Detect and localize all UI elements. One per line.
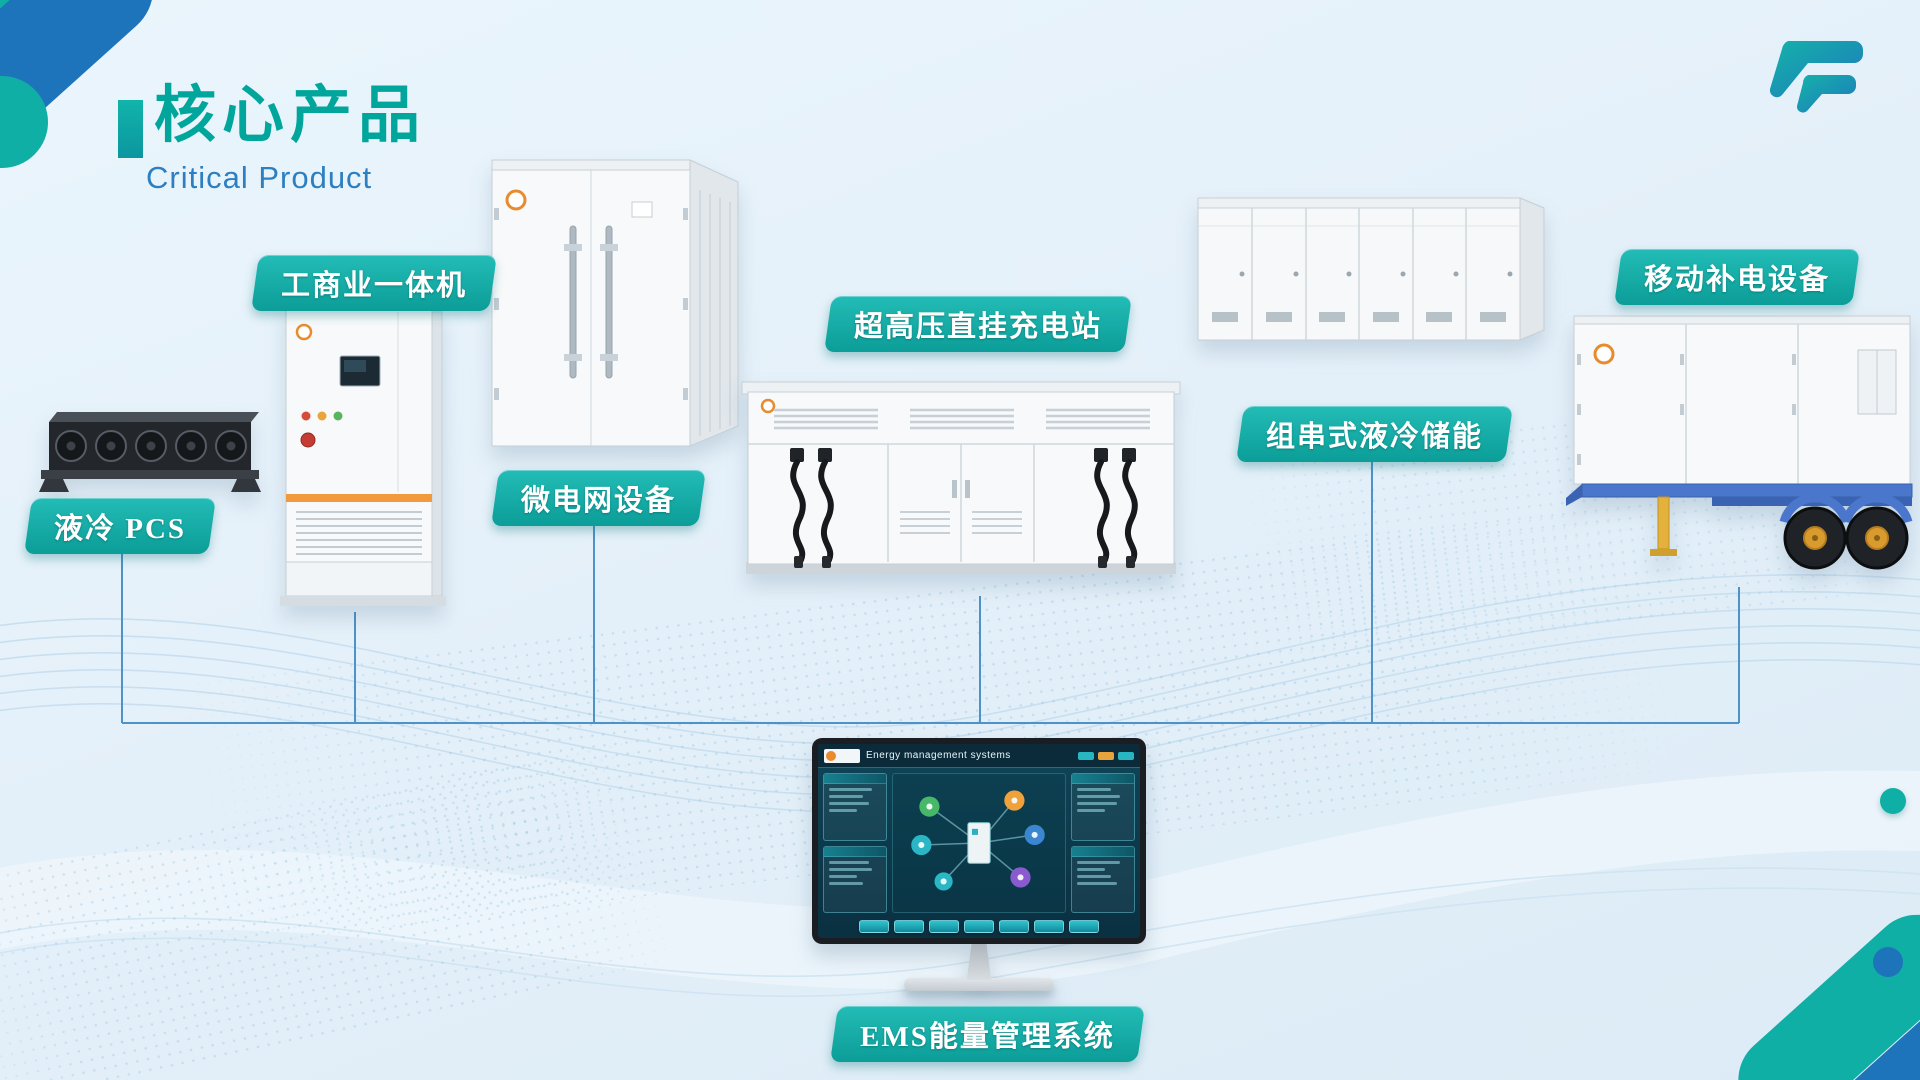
ems-flow-diagram [911, 790, 1045, 891]
ems-right-panels [1071, 773, 1135, 913]
page-subtitle: Critical Product [146, 160, 373, 195]
ems-panel [823, 773, 887, 841]
pill-label: 液冷 PCS [54, 513, 187, 545]
ems-logo-icon [824, 748, 860, 763]
corner-decoration-top-left [0, 0, 154, 168]
ems-panel [823, 845, 887, 913]
pill-label: 超高压直挂充电站 [854, 311, 1103, 343]
all-in-one-cabinet-illustration [280, 301, 446, 606]
panel-header [824, 846, 886, 857]
ems-monitor: Energy management systems [812, 738, 1146, 991]
teal-dot-decoration [1880, 788, 1906, 814]
ems-panel [1071, 845, 1135, 913]
ems-status-chips [1078, 751, 1134, 760]
ems-button [999, 920, 1029, 933]
ems-dashboard-screen: Energy management systems [818, 744, 1140, 938]
label-pill-mobile-power: 移动补电设备 [1614, 249, 1860, 305]
pill-label: 组串式液冷储能 [1266, 421, 1484, 453]
panel-header [1072, 846, 1134, 857]
label-pill-hv-charger: 超高压直挂充电站 [824, 296, 1132, 352]
pill-label: 移动补电设备 [1644, 264, 1831, 296]
string-storage-illustration [1197, 197, 1545, 341]
label-pill-microgrid: 微电网设备 [491, 470, 706, 526]
pcs-device-illustration [39, 412, 261, 492]
status-chip-icon [1118, 751, 1134, 760]
label-pill-all-in-one: 工商业一体机 [251, 255, 497, 311]
ems-header-bar: Energy management systems [818, 744, 1140, 768]
ems-button [859, 920, 889, 933]
ems-button [929, 920, 959, 933]
panel-header [1072, 774, 1134, 784]
hv-charging-station-illustration [741, 381, 1181, 574]
pill-label: 微电网设备 [521, 485, 677, 517]
page-title: 核心产品 [154, 81, 427, 150]
monitor-stand-base [904, 978, 1054, 991]
ems-button [1069, 920, 1099, 933]
ems-flow-area [892, 773, 1066, 913]
status-chip-icon [1098, 751, 1114, 760]
microgrid-container-illustration [491, 159, 739, 447]
corner-decoration-bottom-right [1738, 914, 1920, 1080]
brand-logo-icon [1769, 41, 1863, 113]
ems-button [964, 920, 994, 933]
status-chip-icon [1078, 751, 1094, 760]
label-pill-string-storage: 组串式液冷储能 [1236, 406, 1513, 462]
ems-left-panels [823, 773, 887, 913]
panel-header [824, 774, 886, 784]
ems-button-row [818, 918, 1140, 938]
mobile-power-trailer-illustration [1566, 315, 1913, 570]
title-accent-bar [118, 100, 143, 158]
ems-button [1034, 920, 1064, 933]
ems-panel [1071, 773, 1135, 841]
monitor-bezel: Energy management systems [812, 738, 1146, 944]
ems-button [894, 920, 924, 933]
ems-body [818, 768, 1140, 918]
ems-title: Energy management systems [866, 750, 1011, 761]
monitor-stand-neck [966, 944, 992, 980]
pill-label: EMS能量管理系统 [860, 1021, 1115, 1053]
label-pill-ems: EMS能量管理系统 [830, 1006, 1145, 1062]
pill-label: 工商业一体机 [281, 270, 468, 302]
label-pill-pcs: 液冷 PCS [24, 498, 216, 554]
